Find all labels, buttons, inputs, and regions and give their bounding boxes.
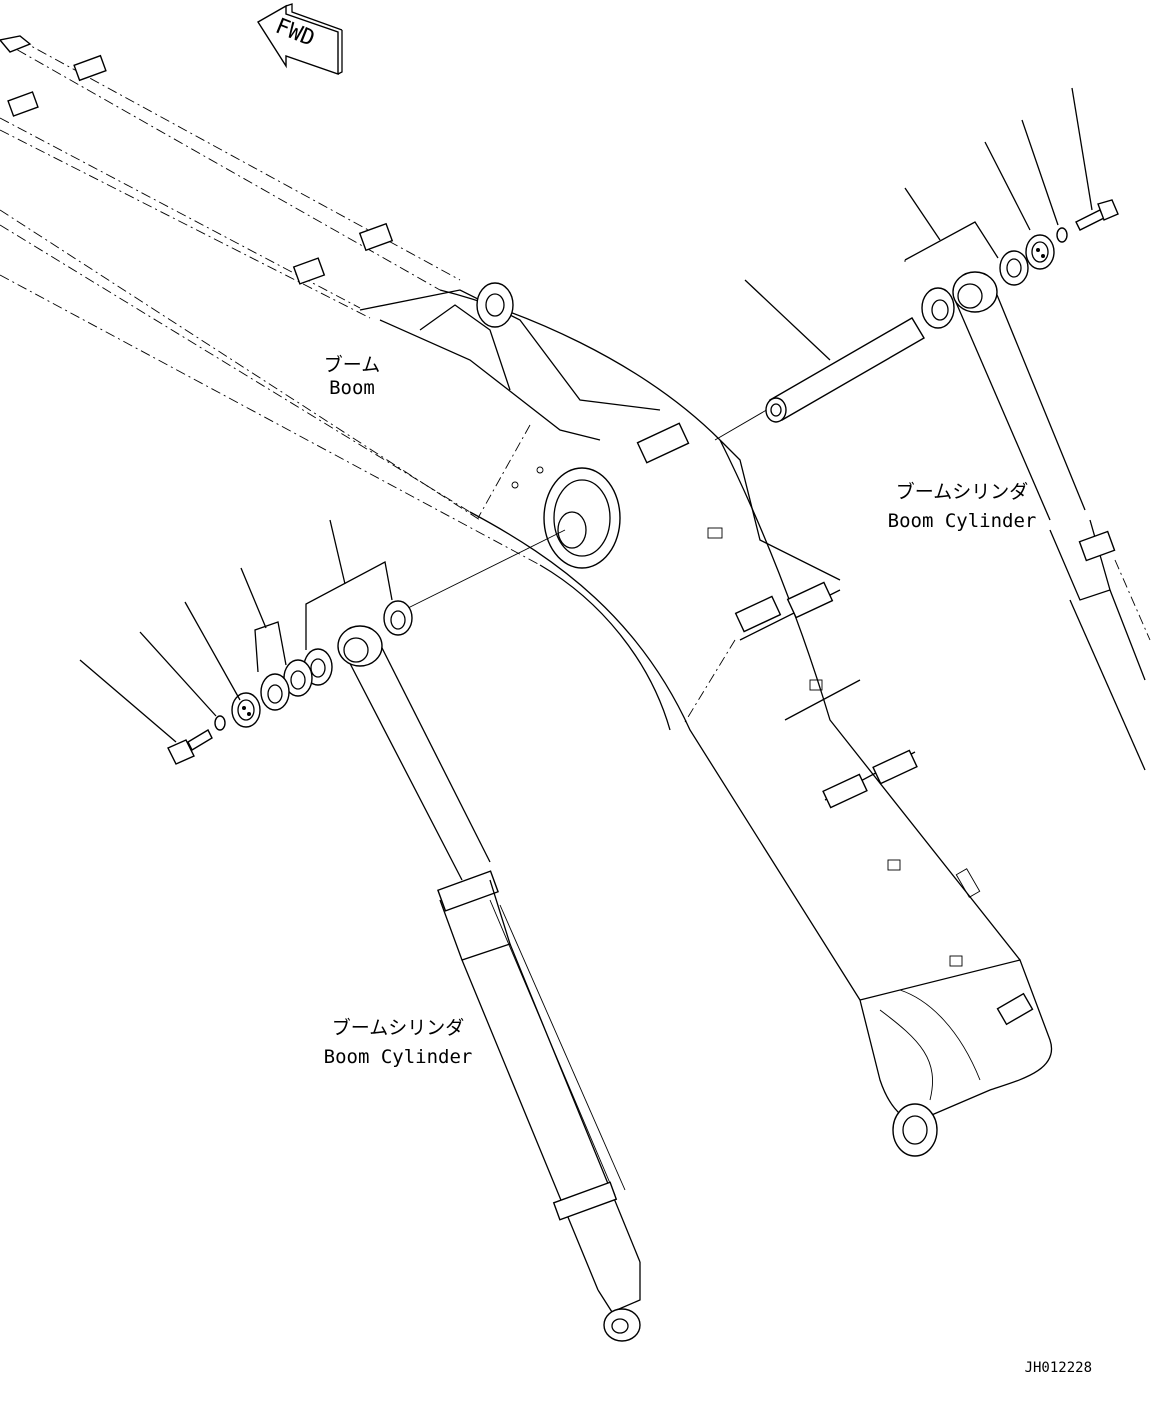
right-cylinder-label-en: Boom Cylinder xyxy=(888,510,1037,532)
right-boom-cylinder xyxy=(952,271,1151,771)
boom-label: ブーム Boom xyxy=(324,353,380,399)
boom-body xyxy=(0,35,1053,1157)
plate-left-icon xyxy=(231,692,261,728)
lock-washer-right-icon xyxy=(1056,227,1068,243)
bolt-right-icon xyxy=(1075,199,1119,231)
shim-washer-left-1-icon xyxy=(383,600,413,636)
left-pin-assembly xyxy=(79,519,566,765)
boom-label-en: Boom xyxy=(329,377,375,399)
left-boom-cylinder xyxy=(337,625,641,1342)
plate-right-icon xyxy=(1025,234,1055,270)
shim-washer-left-4-icon xyxy=(260,673,290,711)
boom-pin-icon xyxy=(765,317,925,423)
right-pin-assembly xyxy=(714,87,1119,441)
right-cylinder-label-jp: ブームシリンダ xyxy=(896,480,1028,503)
shim-washer-left-3-icon xyxy=(283,659,313,697)
fwd-arrow-icon: FWD xyxy=(257,3,343,75)
shim-washer-right-2-icon xyxy=(999,250,1029,286)
left-cylinder-label-jp: ブームシリンダ xyxy=(332,1016,464,1039)
bolt-left-icon xyxy=(167,729,213,765)
shim-washer-right-1-icon xyxy=(921,287,955,329)
boom-label-jp: ブーム xyxy=(324,353,380,376)
drawing-id: JH012228 xyxy=(1025,1360,1092,1376)
left-cylinder-label: ブームシリンダ Boom Cylinder xyxy=(324,1016,473,1068)
lock-washer-left-icon xyxy=(214,715,226,731)
right-cylinder-label: ブームシリンダ Boom Cylinder xyxy=(888,480,1037,532)
left-cylinder-label-en: Boom Cylinder xyxy=(324,1046,473,1068)
